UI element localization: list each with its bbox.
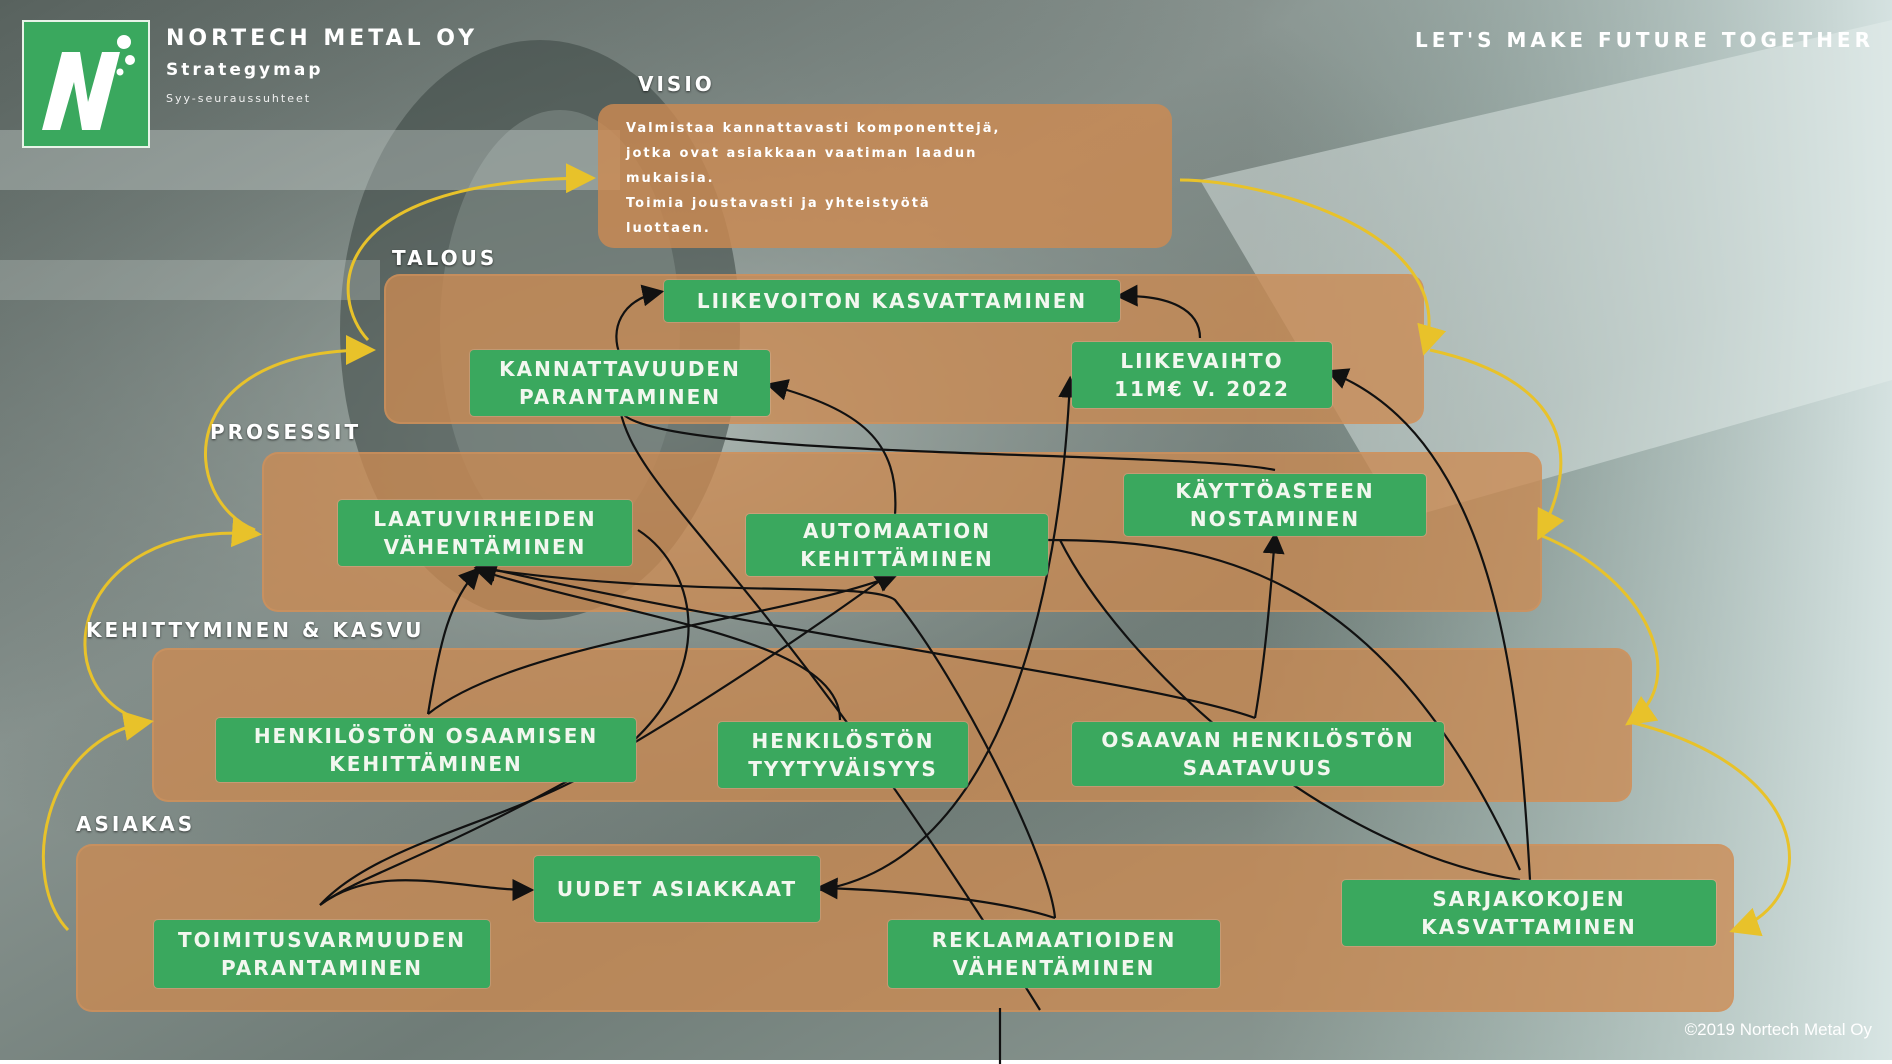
objective-uudet-asiakkaat[interactable]: Uudet asiakkaat xyxy=(534,856,820,922)
objective-reklamaatiot[interactable]: Reklamaatioiden vähentäminen xyxy=(888,920,1220,988)
objective-laatuvirheet[interactable]: Laatuvirheiden vähentäminen xyxy=(338,500,632,566)
objective-osaaminen[interactable]: Henkilöstön osaamisen kehittäminen xyxy=(216,718,636,782)
nortech-logo-icon xyxy=(22,20,150,148)
page-subtitle: Syy-seuraussuhteet xyxy=(166,92,311,105)
objective-liikevoitto[interactable]: Liikevoiton kasvattaminen xyxy=(664,280,1120,322)
prosessit-label: PROSESSIT xyxy=(210,420,361,444)
talous-label: TALOUS xyxy=(392,246,497,270)
objective-saatavuus[interactable]: Osaavan henkilöstön saatavuus xyxy=(1072,722,1444,786)
asiakas-label: ASIAKAS xyxy=(76,812,195,836)
objective-tyytyvaisyys[interactable]: Henkilöstön tyytyväisyys xyxy=(718,722,968,788)
vision-statement: Valmistaa kannattavasti komponenttejä, j… xyxy=(626,116,1156,241)
objective-automaatio[interactable]: Automaation kehittäminen xyxy=(746,514,1048,576)
objective-liikevaihto[interactable]: Liikevaihto 11m€ v. 2022 xyxy=(1072,342,1332,408)
objective-kayttoaste[interactable]: Käyttöasteen nostaminen xyxy=(1124,474,1426,536)
copyright: ©2019 Nortech Metal Oy xyxy=(1685,1020,1872,1040)
slogan: LET'S MAKE FUTURE TOGETHER xyxy=(1415,28,1874,52)
kehittyminen-label: Kehittyminen & kasvu xyxy=(86,618,425,642)
company-name: NORTECH METAL OY xyxy=(166,26,478,51)
objective-toimitusvarmuus[interactable]: Toimitusvarmuuden parantaminen xyxy=(154,920,490,988)
objective-kannattavuus[interactable]: Kannattavuuden parantaminen xyxy=(470,350,770,416)
page-title: Strategymap xyxy=(166,60,324,80)
vision-label: VISIO xyxy=(638,72,715,96)
objective-sarjakoko[interactable]: Sarjakokojen kasvattaminen xyxy=(1342,880,1716,946)
